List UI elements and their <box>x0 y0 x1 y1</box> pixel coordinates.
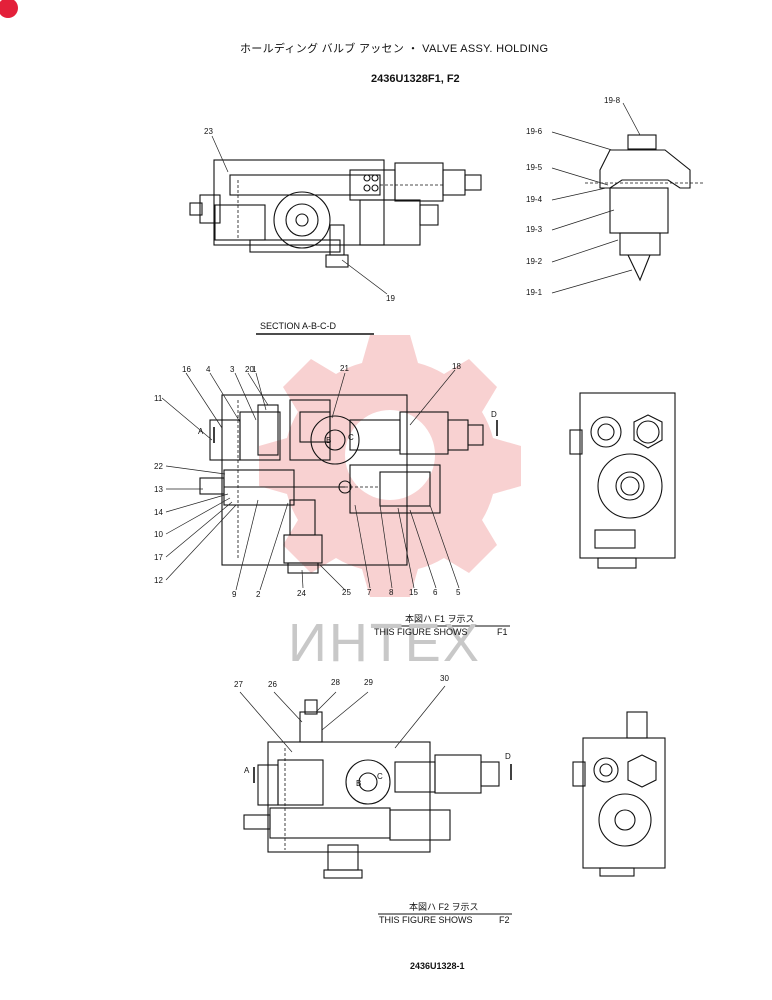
drawing-number: 2436U1328-1 <box>410 961 465 971</box>
section-marker: C <box>348 433 354 442</box>
section-marker: A <box>244 766 250 775</box>
part-label: 23 <box>204 127 213 136</box>
part-label: 10 <box>154 530 163 539</box>
detail-label: 19-5 <box>526 163 543 172</box>
part-label: 19 <box>386 294 395 303</box>
part-label: 24 <box>297 589 306 598</box>
part-code: 2436U1328F1, F2 <box>371 73 460 85</box>
section-marker: D <box>505 752 511 761</box>
part-label: 26 <box>268 680 277 689</box>
part-label: 7 <box>367 588 372 597</box>
part-label: 5 <box>456 588 461 597</box>
part-label: 6 <box>433 588 438 597</box>
bottom-assembly-view <box>239 685 512 915</box>
section-marker: B <box>326 436 332 445</box>
detail-label: 19-8 <box>604 96 621 105</box>
top-assembly-view <box>189 135 482 295</box>
detail-label: 19-6 <box>526 127 543 136</box>
caption-english: THIS FIGURE SHOWS <box>379 915 473 925</box>
caption-japanese: 本図ハ F1 ヲ示ス <box>405 614 475 624</box>
part-label: 2 <box>256 590 261 599</box>
part-label: 20 <box>245 365 254 374</box>
part-label: 22 <box>154 462 163 471</box>
side-view-f2 <box>572 711 666 877</box>
section-view <box>161 333 510 627</box>
detail-label: 19-3 <box>526 225 543 234</box>
part-label: 25 <box>342 588 351 597</box>
part-label: 17 <box>154 553 163 562</box>
part-label: 18 <box>452 362 461 371</box>
part-label: 28 <box>331 678 340 687</box>
drawing-title: ホールディング バルブ アッセン ・ VALVE ASSY. HOLDING <box>240 43 549 55</box>
part-label: 13 <box>154 485 163 494</box>
part-label: 1 <box>252 365 257 374</box>
part-label: 16 <box>182 365 191 374</box>
detail-19-view <box>551 102 705 294</box>
part-label: 15 <box>409 588 418 597</box>
part-label: 29 <box>364 678 373 687</box>
detail-label: 19-1 <box>526 288 543 297</box>
section-marker: D <box>491 410 497 419</box>
side-view-f1 <box>569 392 676 569</box>
part-label: 14 <box>154 508 163 517</box>
part-label: 11 <box>154 394 163 403</box>
watermark-text: ИНТЕХ <box>288 613 481 673</box>
part-label: 8 <box>389 588 394 597</box>
section-marker: A <box>198 427 204 436</box>
part-label: 4 <box>206 365 211 374</box>
caption-english: THIS FIGURE SHOWS <box>374 627 468 637</box>
section-markers <box>213 420 512 783</box>
section-marker: B <box>356 779 362 788</box>
part-label: 30 <box>440 674 449 683</box>
part-label: 27 <box>234 680 243 689</box>
caption-code: F1 <box>497 627 508 637</box>
detail-label: 19-2 <box>526 257 543 266</box>
part-label: 12 <box>154 576 163 585</box>
section-marker: C <box>377 772 383 781</box>
part-label: 3 <box>230 365 235 374</box>
part-label: 9 <box>232 590 237 599</box>
part-label: 21 <box>340 364 349 373</box>
detail-label: 19-4 <box>526 195 543 204</box>
caption-code: F2 <box>499 915 510 925</box>
caption-japanese: 本図ハ F2 ヲ示ス <box>409 902 479 912</box>
section-title: SECTION A-B-C-D <box>260 321 337 331</box>
